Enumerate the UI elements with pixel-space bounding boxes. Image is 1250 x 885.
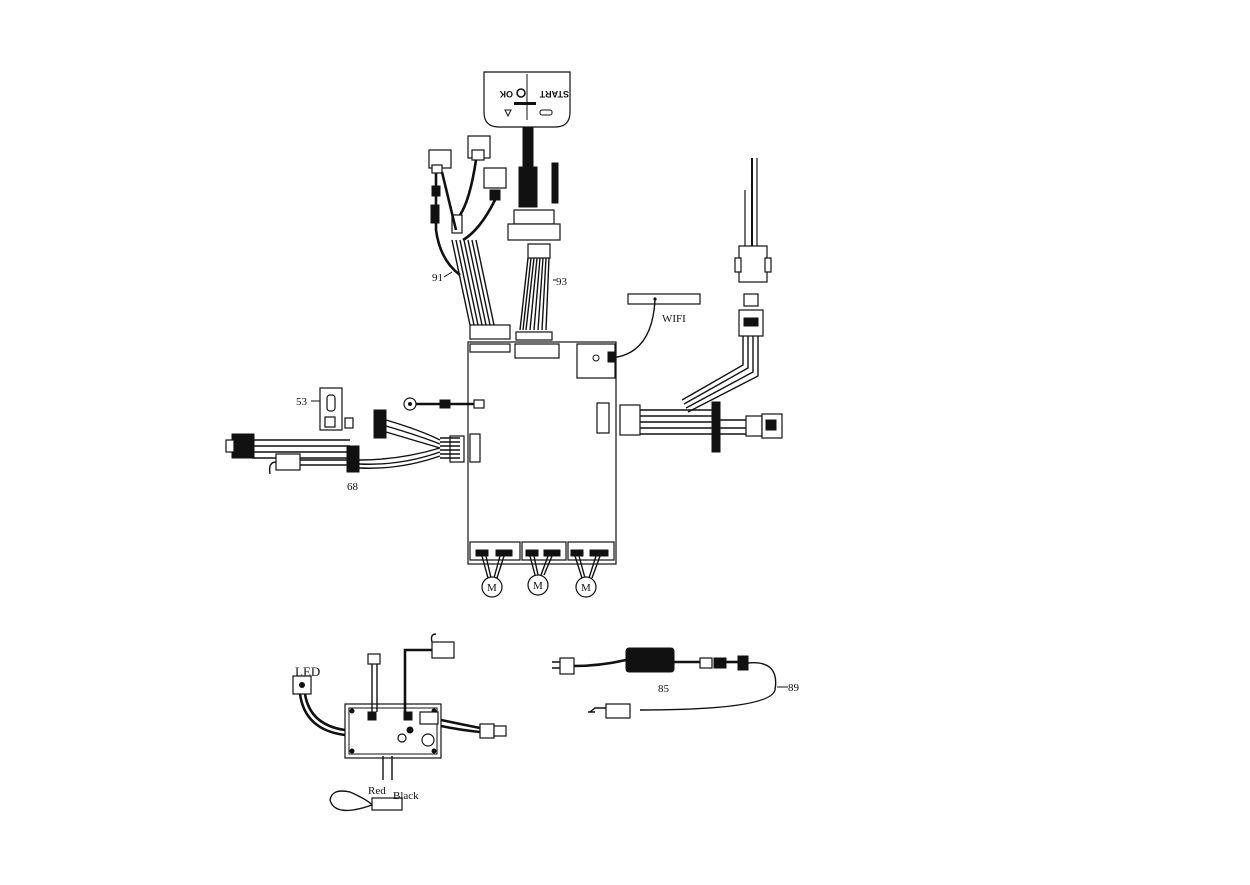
wifi-label: WIFI (662, 313, 686, 325)
gear-icon (516, 88, 526, 98)
part-label-89: 89 (788, 682, 800, 694)
control-panel-start-text: START (539, 89, 569, 99)
power-supply-assembly: 85 89 (552, 647, 800, 719)
motor-3-label: M (581, 582, 591, 594)
left-harness: 53 68 (225, 387, 485, 493)
part-label-53: 53 (296, 396, 308, 408)
motor-connector-strip (469, 541, 615, 561)
wifi-module: WIFI (609, 293, 701, 359)
led-label: LED (295, 664, 320, 679)
part-label-93: 93 (556, 276, 568, 288)
main-board (449, 341, 641, 565)
motor-2: M (527, 574, 549, 596)
wire-label-black: Black (393, 790, 419, 802)
motor-1: M (481, 576, 503, 598)
right-harness (640, 158, 783, 453)
motor-3: M (575, 576, 597, 598)
control-panel-ok-text: OK (499, 89, 513, 99)
wire-label-red: Red (368, 785, 386, 797)
panel-ribbon-cable (507, 126, 561, 259)
harness-91: 91 (428, 135, 511, 340)
part-label-91: 91 (432, 272, 443, 284)
control-panel: OK START (483, 71, 571, 128)
harness-93: 93 (515, 257, 568, 341)
part-label-85: 85 (658, 683, 670, 695)
led-board-assembly: LED Red Black (292, 633, 507, 812)
motor-1-label: M (487, 582, 497, 594)
part-label-68: 68 (347, 481, 359, 493)
motor-2-label: M (533, 580, 543, 592)
motors: M M M (481, 555, 601, 598)
